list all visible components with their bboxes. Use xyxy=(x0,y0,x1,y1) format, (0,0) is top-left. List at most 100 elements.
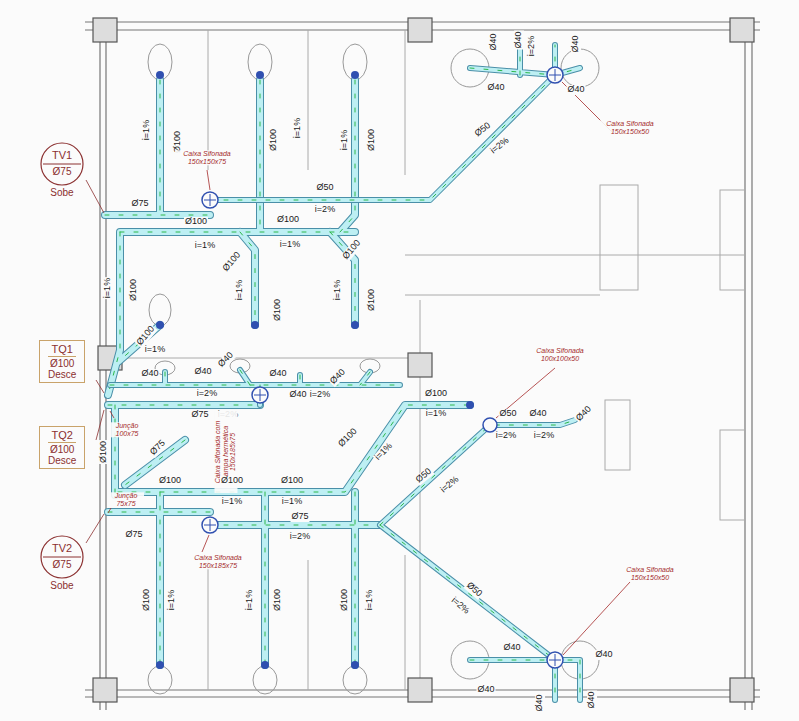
fitting-callout: Caixa Sifonada 150x185x75 xyxy=(186,554,250,569)
pipe-label: i=1% xyxy=(333,279,343,301)
pipe-label: Ø40 xyxy=(594,650,613,660)
pipe-label: Ø40 xyxy=(140,369,159,379)
pipe-label: Ø40 xyxy=(535,693,545,712)
pipe-label: Ø100 xyxy=(184,217,208,227)
node-leaders xyxy=(86,180,104,543)
pipe-label: i=2% xyxy=(196,389,218,399)
tag-circle xyxy=(40,535,84,579)
pipe-label: i=1% xyxy=(235,279,245,301)
pipe-label: i=2% xyxy=(309,390,331,400)
pipe-label: Ø100 xyxy=(280,476,304,486)
pipe-label: i=2% xyxy=(448,595,471,617)
pipe-label: Ø100 xyxy=(276,215,300,225)
fitting-callout: Caixa Sifonada 150x150x50 xyxy=(619,566,681,581)
pipe-label: Ø75 xyxy=(148,438,168,458)
tag-text: TV2 xyxy=(40,542,84,554)
pipe-label: Ø40 xyxy=(476,685,495,695)
pipe-label: Ø100 xyxy=(367,288,377,312)
vent-pipe-tag: TV1Ø75Sobe xyxy=(40,142,84,198)
pipe-label: Ø50 xyxy=(498,409,517,419)
pipe-label: Ø75 xyxy=(290,512,309,522)
pipe-label: i=1% xyxy=(103,277,113,299)
tag-text: Ø100 xyxy=(48,444,76,455)
pipe-label: Ø50 xyxy=(315,183,334,193)
tag-text: Sobe xyxy=(40,187,84,198)
pipe-label: Ø40 xyxy=(193,367,212,377)
pipe-label: Ø100 xyxy=(129,278,139,302)
pipe-label: Ø100 xyxy=(220,250,243,275)
pipe-label: i=2% xyxy=(438,474,461,496)
pipe-label: Ø40 xyxy=(216,350,236,370)
tag-text: Ø75 xyxy=(40,166,84,177)
pipe-label: Ø100 xyxy=(336,426,360,450)
pipe-label: i=1% xyxy=(425,409,447,419)
pipe-label: Ø100 xyxy=(142,588,152,612)
tag-text: TQ1 xyxy=(48,343,76,357)
pipe-label: Ø50 xyxy=(464,580,485,600)
pipe-label: i=1% xyxy=(221,497,243,507)
pipe-label: i=1% xyxy=(340,129,350,151)
pipe-label: Ø100 xyxy=(99,440,109,464)
fitting-callout: Caixa Sifonada 150x150x75 xyxy=(175,150,239,165)
pipe-label: i=2% xyxy=(488,135,512,157)
tag-text: Ø100 xyxy=(48,358,76,369)
pipe-label: i=1% xyxy=(293,117,303,139)
fitting-callout: Junção 100x75 xyxy=(109,422,145,437)
leader-lines xyxy=(108,82,630,655)
tag-text: Sobe xyxy=(40,580,84,591)
tag-text: TV1 xyxy=(40,149,84,161)
pipe-label: Ø100 xyxy=(273,298,283,322)
pipe-label: i=1% xyxy=(142,119,152,141)
drain-cross xyxy=(204,69,561,666)
pipe-ends xyxy=(156,71,474,669)
tag-text: TQ2 xyxy=(48,429,76,443)
pipe-label: Ø100 xyxy=(269,128,279,152)
pipe-label: Ø50 xyxy=(472,120,493,140)
pipe-label: Ø40 xyxy=(571,34,581,53)
stack-tag: TQ2Ø100Desce xyxy=(39,426,85,469)
fitting-callout: Caixa Sifonada 100x100x50 xyxy=(529,347,591,362)
pipe-label: Ø40 xyxy=(502,643,521,653)
pipe-label: i=2% xyxy=(289,532,311,542)
pipe-label: i=1% xyxy=(365,589,375,611)
pipe-label: i=2% xyxy=(495,431,517,441)
fitting-callout: Caixa Sifonada 150x150x50 xyxy=(599,120,661,135)
vent-pipe-tag: TV2Ø75Sobe xyxy=(40,535,84,591)
pipe-label: i=1% xyxy=(279,240,301,250)
pipe-label: Ø100 xyxy=(424,389,448,399)
pipe-label: i=2% xyxy=(533,431,555,441)
pipe-label: Ø100 xyxy=(158,476,182,486)
columns xyxy=(93,18,754,702)
pipes xyxy=(105,45,580,700)
floor-drains xyxy=(202,67,563,668)
fixtures xyxy=(148,44,599,694)
tag-text: Ø75 xyxy=(40,559,84,570)
pipe-label: Ø40 xyxy=(486,83,505,93)
partitions xyxy=(106,30,745,690)
pipe-label: i=1% xyxy=(245,589,255,611)
pipe-label: Ø100 xyxy=(367,128,377,152)
pipe-label: Ø75 xyxy=(124,530,143,540)
pipe-label: i=1% xyxy=(281,497,303,507)
pipe-label: i=2% xyxy=(527,35,537,57)
pipe-label: Ø100 xyxy=(220,476,244,486)
pipe-label: Ø40 xyxy=(328,367,348,387)
pipe-label: Ø40 xyxy=(528,409,547,419)
pipe-label: i=1% xyxy=(194,241,216,251)
pipe-label: Ø40 xyxy=(574,404,594,424)
stack-tag: TQ1Ø100Desce xyxy=(39,340,85,383)
pipe-label: Ø100 xyxy=(273,588,283,612)
pipe-label: i=1% xyxy=(373,441,396,464)
pipe-label: Ø40 xyxy=(288,390,307,400)
pipe-label: i=1% xyxy=(144,345,166,355)
pipe-label: i=2% xyxy=(314,205,336,215)
pipe-label: Ø75 xyxy=(190,410,209,420)
tag-text: Desce xyxy=(48,455,76,466)
pipe-label: Ø100 xyxy=(340,588,350,612)
pipe-label: Ø40 xyxy=(514,30,524,49)
pipe-label: i=1% xyxy=(167,589,177,611)
pipe-label: Ø40 xyxy=(489,32,499,51)
pipe-label: Ø40 xyxy=(566,85,585,95)
pipe-label: Ø100 xyxy=(340,238,363,263)
